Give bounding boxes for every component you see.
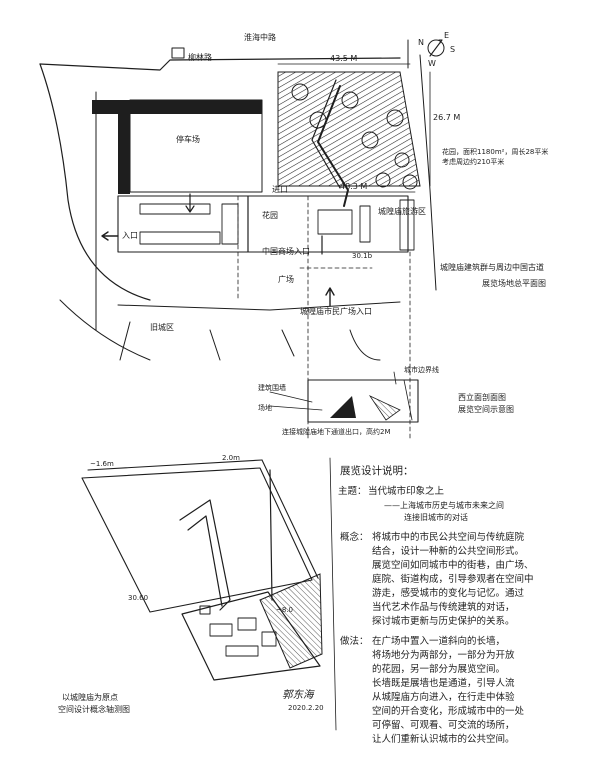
scale-note: 30.1b [352, 252, 373, 260]
concept-line: 展览空间如同城市中的街巷，由广场、 [372, 559, 534, 571]
axonometric-drawing: ~1.6m 2.0m 30.60 ~8.0 以城隍庙为原点 空间设计概念轴测图 … [58, 454, 324, 714]
parking-area [129, 99, 263, 193]
axon-caption-2: 空间设计概念轴测图 [58, 704, 130, 714]
compass-n-label: N [418, 38, 424, 47]
dim-bottom: 48.3 M [340, 182, 367, 191]
entry-arrow-icon [325, 287, 335, 307]
method-line: 在广场中置入一道斜向的长墙， [372, 635, 505, 647]
notes-title: 展览设计说明： [340, 464, 414, 477]
plan-caption: 展览场地总平面图 [482, 278, 546, 288]
method-line: 从城隍庙方向进入，在行走中体验 [372, 691, 515, 703]
axon-dim-c: 30.60 [128, 594, 148, 602]
axon-dim-d: ~8.0 [276, 606, 293, 614]
section-label-bottom: 连接城隍庙地下通道出口，高约2M [282, 427, 391, 436]
design-notes: 展览设计说明： 主题： 当代城市印象之上 ——上海城市历史与城市未来之间 连接旧… [329, 457, 534, 745]
site-plan: 淮海中路 柳林路 N E S W 43.5 M 48.3 M 26.7 M 停车… [39, 31, 548, 441]
method-line: 让人们重新认识城市的公共空间。 [372, 733, 515, 745]
wall-block [118, 114, 130, 194]
left-arrow-icon [101, 231, 119, 241]
concept-line: 当代艺术作品与传统建筑的对话， [372, 601, 515, 613]
road-top-label: 柳林路 [188, 52, 212, 62]
concept-line: 探讨城市更新与历史保护的关系。 [372, 615, 515, 627]
notes-concept-label: 概念： [340, 531, 369, 543]
concept-lines: 将城市中的市民公共空间与传统庭院 结合，设计一种新的公共空间形式。 展览空间如同… [372, 531, 534, 627]
compass-w-label: W [428, 59, 436, 68]
garden-annotation-1: 花园，面积1180m²，周长28平米 [442, 147, 548, 156]
concept-line: 将城市中的市民公共空间与传统庭院 [372, 531, 525, 543]
compass-icon [427, 39, 445, 57]
method-line: 的花园，另一部分为展览空间。 [372, 663, 505, 675]
note-bottom: 城隍庙市民广场入口 [300, 306, 372, 316]
plaza-right-label: 城隍庙旅游区 [378, 206, 426, 216]
parking-label: 停车场 [176, 134, 200, 144]
concept-line: 庭院、街道构成，引导参观者在空间中 [372, 573, 534, 585]
compass-e-label: E [444, 31, 449, 40]
axon-caption-1: 以城隍庙为原点 [62, 692, 118, 702]
building-note: 城隍庙建筑群与周边中国古道 [440, 262, 544, 272]
pavilion-furniture [139, 193, 415, 255]
section-caption-1: 西立面剖面图 [458, 392, 506, 402]
axon-dim-b: 2.0m [222, 454, 240, 462]
notes-method-label: 做法： [340, 635, 369, 647]
entry-left-label: 入口 [122, 231, 138, 240]
notes-theme-sub-1: ——上海城市历史与城市未来之间 [384, 500, 504, 510]
dim-side: 26.7 M [433, 113, 460, 122]
road-bottom-label: 旧城区 [150, 323, 174, 332]
garden-annotation-2: 考虑周边约210平米 [442, 157, 504, 166]
method-line: 可停留、可观看、可交流的场所， [372, 719, 515, 731]
diagonal-wall [317, 85, 349, 207]
method-lines: 在广场中置入一道斜向的长墙， 将场地分为两部分，一部分为开放 的花园，另一部分为… [372, 635, 525, 745]
garden-label: 花园 [262, 210, 278, 220]
notes-theme-label: 主题： [338, 485, 367, 497]
road-right-label: 淮海中路 [244, 32, 276, 42]
plaza-left-label: 广场 [278, 274, 294, 284]
concept-line: 结合，设计一种新的公共空间形式。 [372, 545, 524, 557]
gate-label: 进口 [272, 185, 288, 194]
garden-hatched-area [277, 71, 421, 187]
method-line: 长墙既是展墙也是通道，引导人流 [372, 677, 515, 689]
section-label-top: 城市边界线 [404, 365, 439, 374]
section-drawing: 城市边界线 建筑围墙 场地 连接城隍庙地下通道出口，高约2M 西立面剖面图 展览… [258, 365, 514, 436]
method-line: 空间的开合变化，形成城市中的一处 [372, 705, 525, 717]
signature-date: 2020.2.20 [288, 704, 324, 712]
dim-top: 43.5 M [330, 54, 357, 63]
signature: 郭东海 [282, 689, 315, 701]
notes-theme-sub-2: 连接旧城市的对话 [404, 512, 468, 522]
method-line: 将场地分为两部分，一部分为开放 [372, 649, 515, 661]
section-caption-2: 展览空间示意图 [458, 404, 514, 414]
concept-line: 游走，感受城市的变化与记忆。通过 [372, 587, 525, 599]
notes-theme: 当代城市印象之上 [368, 485, 445, 497]
pedestrian-label: 中国商场入口 [262, 246, 310, 256]
plaza-blocks [199, 605, 277, 657]
roof-slab [92, 100, 262, 114]
compass-s-label: S [450, 45, 455, 54]
section-label-left-1: 建筑围墙 [258, 383, 286, 392]
garden-trees [291, 83, 418, 190]
section-label-left-2: 场地 [258, 403, 272, 412]
axon-dim-a: ~1.6m [90, 460, 114, 468]
